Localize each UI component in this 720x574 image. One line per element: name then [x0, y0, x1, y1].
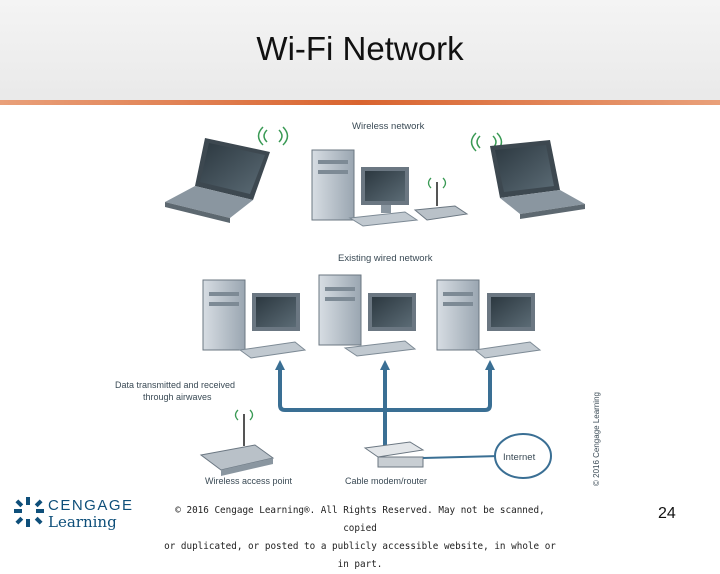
- cengage-logo-icon: [14, 497, 44, 527]
- cable-modem-router: [363, 441, 425, 468]
- internet-cloud[interactable]: Internet: [422, 433, 552, 479]
- vertical-copyright-text: © 2016 Cengage Learning: [592, 392, 601, 486]
- desktop-pc-wired-left: [202, 279, 307, 359]
- copyright-line-2: or duplicated, or posted to a publicly a…: [164, 541, 556, 570]
- desktop-pc-wired-right: [436, 279, 542, 359]
- desktop-pc-top: [311, 149, 419, 227]
- desktop-pc-wired-center: [318, 274, 417, 357]
- slide-header: [0, 0, 720, 104]
- cable-modem-router-label: Cable modem/router: [345, 476, 427, 486]
- page-number: 24: [658, 505, 676, 522]
- copyright-line-1: © 2016 Cengage Learning®. All Rights Res…: [175, 505, 545, 534]
- data-transmitted-label-line2: through airwaves: [143, 392, 212, 402]
- slide-title: Wi-Fi Network: [256, 30, 464, 67]
- laptop-left: [165, 126, 289, 223]
- logo-wordmark-top: CENGAGE: [48, 497, 134, 514]
- wireless-router-top: [413, 177, 469, 221]
- cengage-logo: CENGAGE Learning: [12, 493, 152, 533]
- wifi-signal-icon: [257, 126, 289, 146]
- copyright-footer: © 2016 Cengage Learning®. All Rights Res…: [160, 502, 560, 574]
- wifi-network-diagram: Wireless network Existing wired network …: [115, 121, 585, 486]
- vertical-copyright: © 2016 Cengage Learning: [592, 392, 601, 486]
- existing-wired-network-label: Existing wired network: [338, 253, 433, 264]
- wired-connection-lines: [275, 360, 495, 446]
- data-transmitted-label-line1: Data transmitted and received: [115, 380, 235, 390]
- wireless-access-point: [199, 409, 275, 476]
- wireless-network-label: Wireless network: [352, 121, 425, 132]
- logo-wordmark-bottom: Learning: [48, 513, 117, 531]
- wireless-access-point-label: Wireless access point: [205, 476, 293, 486]
- laptop-right: [470, 132, 585, 219]
- internet-label: Internet: [503, 452, 536, 463]
- header-accent-line: [0, 100, 720, 105]
